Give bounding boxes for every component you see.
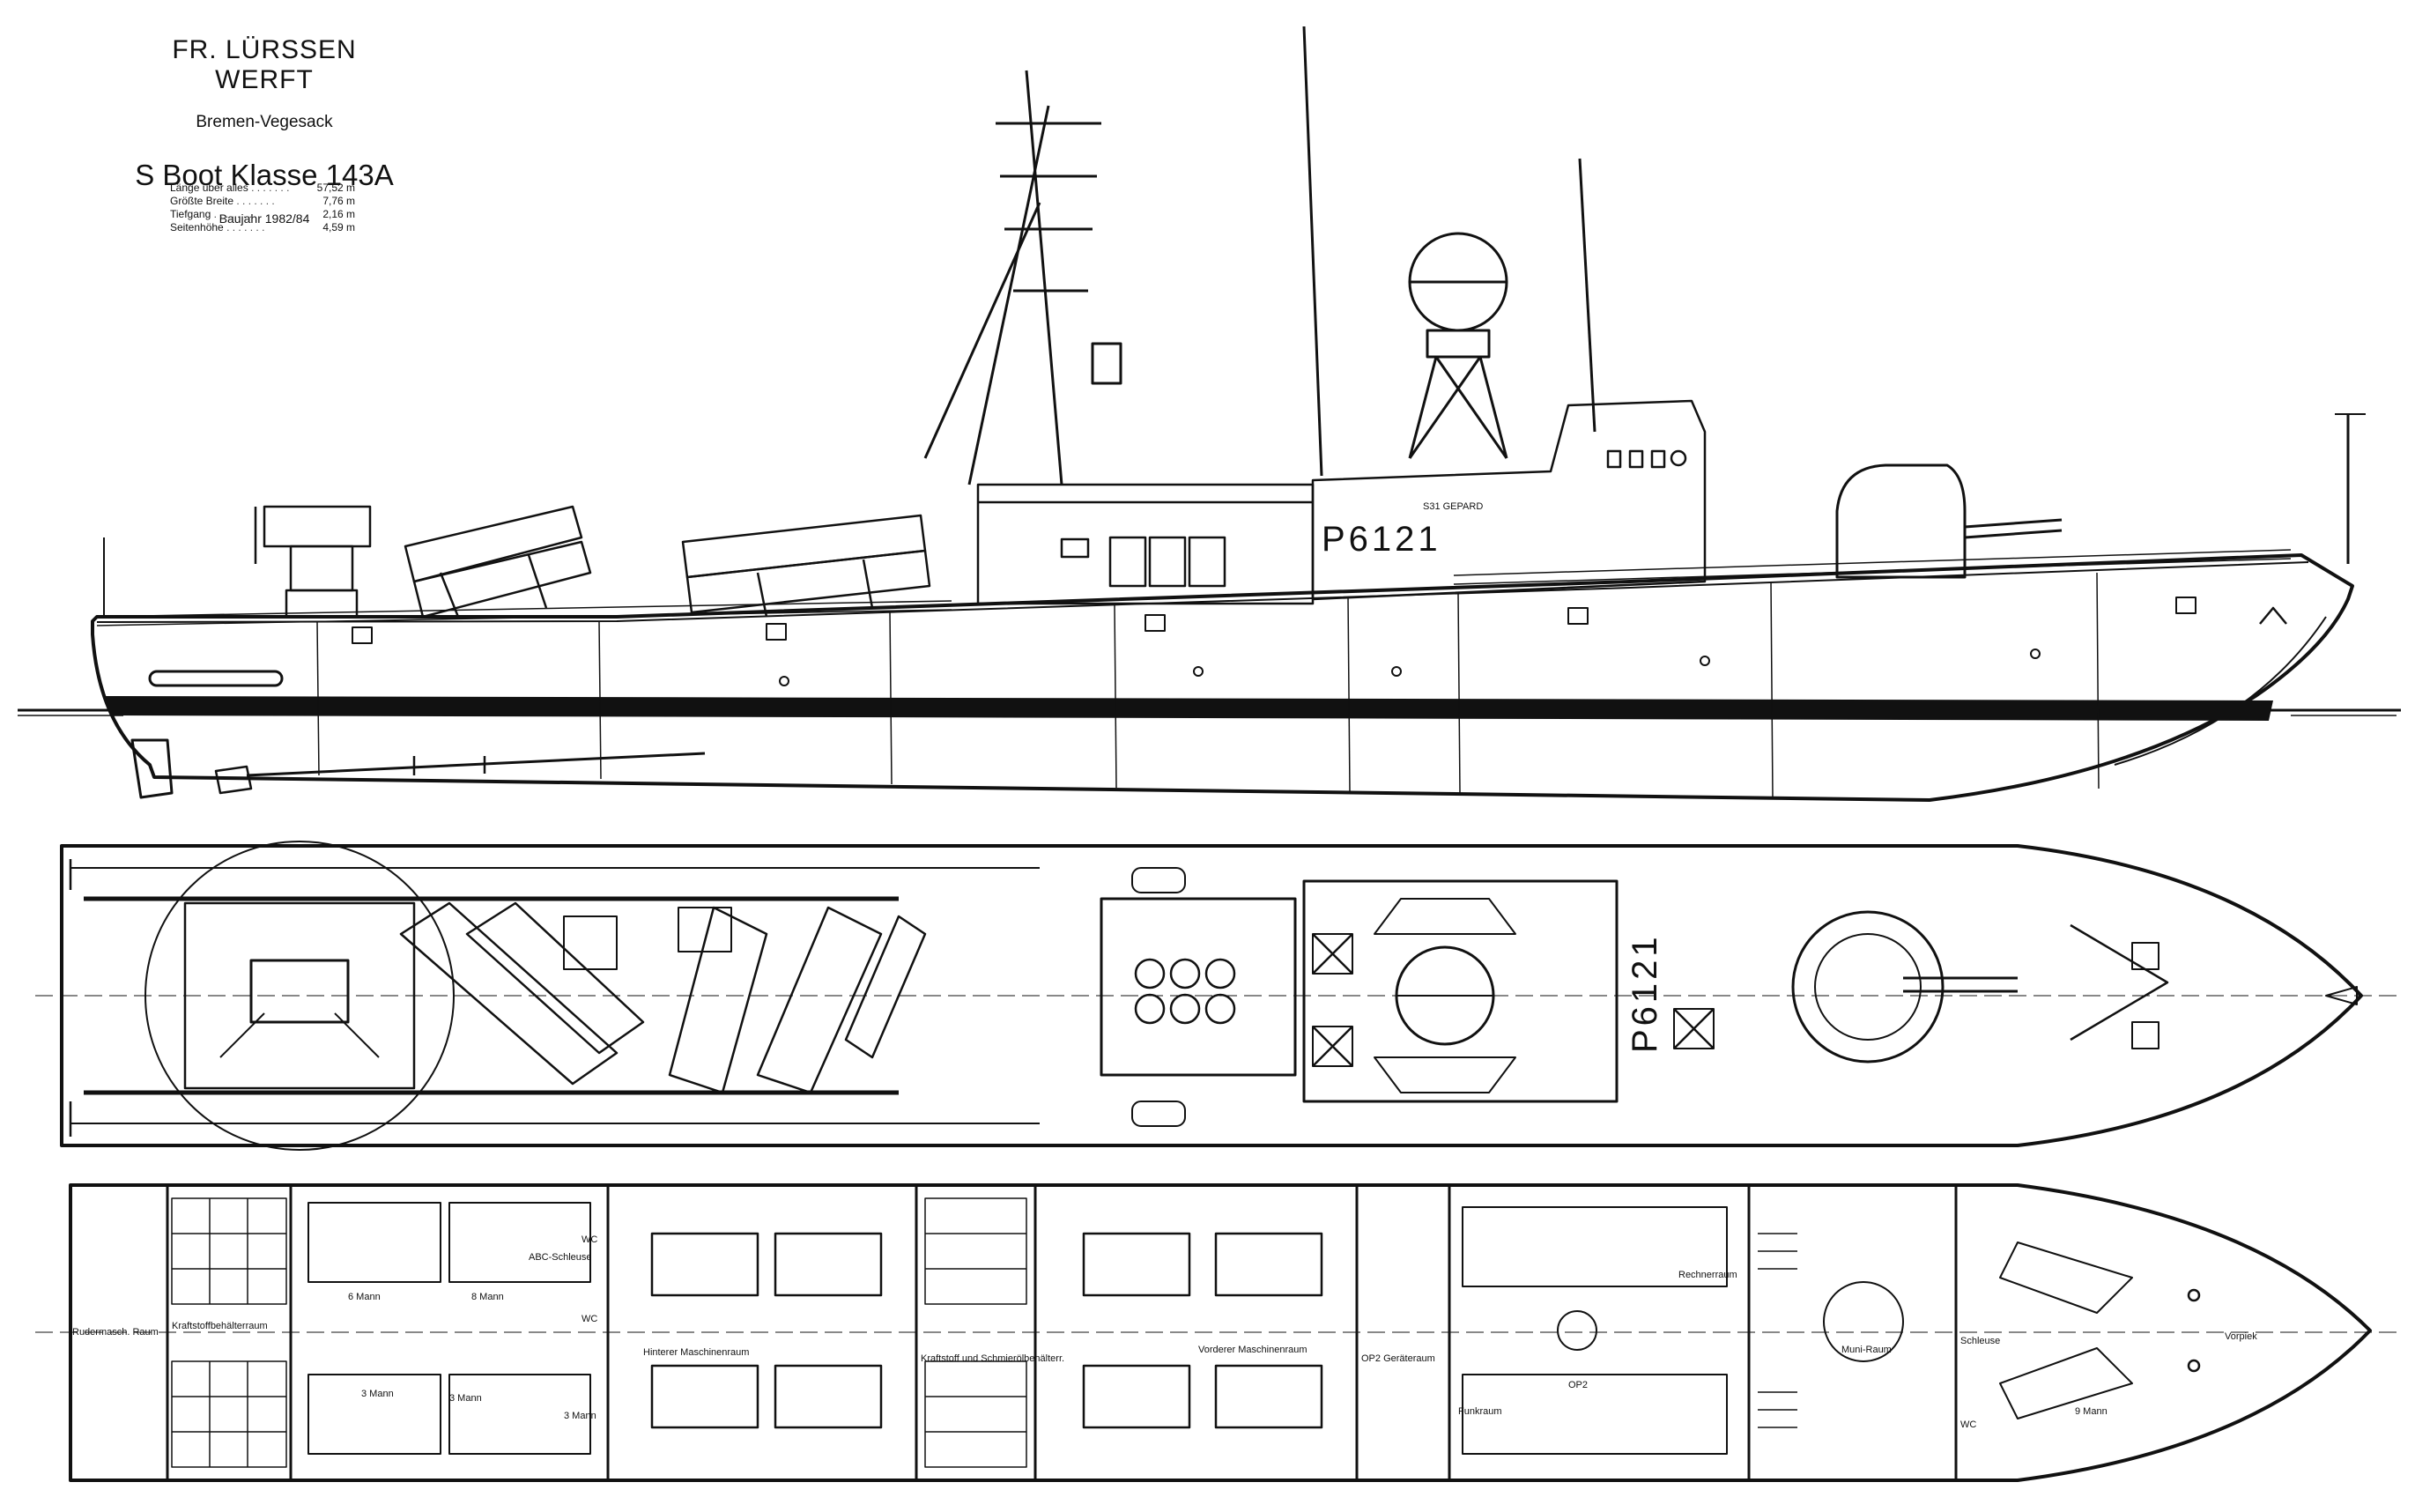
deckhouse xyxy=(976,483,1315,605)
label-lock: Schleuse xyxy=(1960,1336,2000,1346)
label-mann-9: 9 Mann xyxy=(2075,1406,2108,1417)
profile-view: P6121 S31 GEPARD xyxy=(18,26,2401,802)
radar-dome xyxy=(1408,232,1508,459)
label-mann-3c: 3 Mann xyxy=(564,1411,596,1421)
label-abc: ABC-Schleuse xyxy=(529,1252,592,1263)
title-block: FR. LÜRSSEN WERFT Bremen-Vegesack S Boot… xyxy=(132,35,396,234)
label-fuel-oil: Kraftstoff und Schmierölbehälterr. xyxy=(921,1353,1064,1364)
spec-row: Seitenhöhe 4,59 m xyxy=(170,221,355,234)
spec-row: Tiefgang 2,16 m xyxy=(170,208,355,221)
hull-number-profile: P6121 xyxy=(1322,520,1441,559)
lower-deck-outline xyxy=(69,1183,2372,1482)
spec-row: Länge über alles 57,52 m xyxy=(170,182,355,195)
spec-value: 57,52 m xyxy=(316,182,355,194)
spec-table: Länge über alles 57,52 m Größte Breite 7… xyxy=(170,182,355,234)
label-wc-b: WC xyxy=(582,1314,597,1324)
label-forepeak: Vorpiek xyxy=(2225,1331,2257,1342)
label-fuel-aft: Kraftstoffbehälterraum xyxy=(172,1321,268,1331)
deck-plan-view: P6121 xyxy=(35,841,2396,1151)
rudder xyxy=(130,738,174,799)
label-rudder: Rudermasch. Raum xyxy=(72,1327,159,1338)
label-wc-c: WC xyxy=(1960,1419,1976,1430)
ammo-hoist xyxy=(1823,1281,1904,1362)
spec-value: 7,76 m xyxy=(322,195,355,207)
room-labels: Rudermasch. Raum Kraftstoffbehälterraum … xyxy=(72,1234,2257,1430)
label-front-engine: Vorderer Maschinenraum xyxy=(1198,1345,1308,1355)
gun-turret xyxy=(1835,463,2063,579)
label-mann-3a: 3 Mann xyxy=(361,1389,394,1399)
label-radio: Funkraum xyxy=(1458,1406,1502,1417)
missile-launchers-plan xyxy=(399,901,927,1094)
label-op2: OP2 xyxy=(1568,1380,1588,1390)
spec-label: Seitenhöhe xyxy=(170,221,264,234)
shipyard-location: Bremen-Vegesack xyxy=(196,113,333,131)
gun-turret-plan xyxy=(1791,910,1945,1064)
spec-label: Länge über alles xyxy=(170,182,289,195)
missile-launchers xyxy=(404,505,931,619)
boot-top-stripe xyxy=(106,696,2273,721)
spec-value: 2,16 m xyxy=(322,208,355,220)
label-mann-3b: 3 Mann xyxy=(449,1393,482,1404)
label-rear-engine: Hinterer Maschinenraum xyxy=(643,1347,749,1358)
label-computer: Rechnerraum xyxy=(1678,1270,1737,1280)
label-wc-a: WC xyxy=(582,1234,597,1245)
engines xyxy=(650,1232,1323,1429)
spec-value: 4,59 m xyxy=(322,221,355,233)
ship-nameplate: S31 GEPARD xyxy=(1423,501,1483,512)
lower-deck-view xyxy=(35,1183,2396,1482)
shipyard-name: FR. LÜRSSEN WERFT xyxy=(172,35,357,94)
main-mast xyxy=(923,70,1122,485)
bridge xyxy=(1311,399,1707,601)
aft-director xyxy=(254,505,372,619)
spec-label: Tiefgang xyxy=(170,208,252,221)
hull-number-deck: P6121 xyxy=(1626,933,1664,1053)
label-mann-6: 6 Mann xyxy=(348,1292,381,1302)
label-ammo: Muni-Raum xyxy=(1841,1345,1892,1355)
spec-row: Größte Breite 7,76 m xyxy=(170,195,355,208)
label-mann-8: 8 Mann xyxy=(471,1292,504,1302)
hull-outline xyxy=(91,553,2354,802)
spec-label: Größte Breite xyxy=(170,195,275,208)
label-op2-gear: OP2 Geräteraum xyxy=(1361,1353,1435,1364)
